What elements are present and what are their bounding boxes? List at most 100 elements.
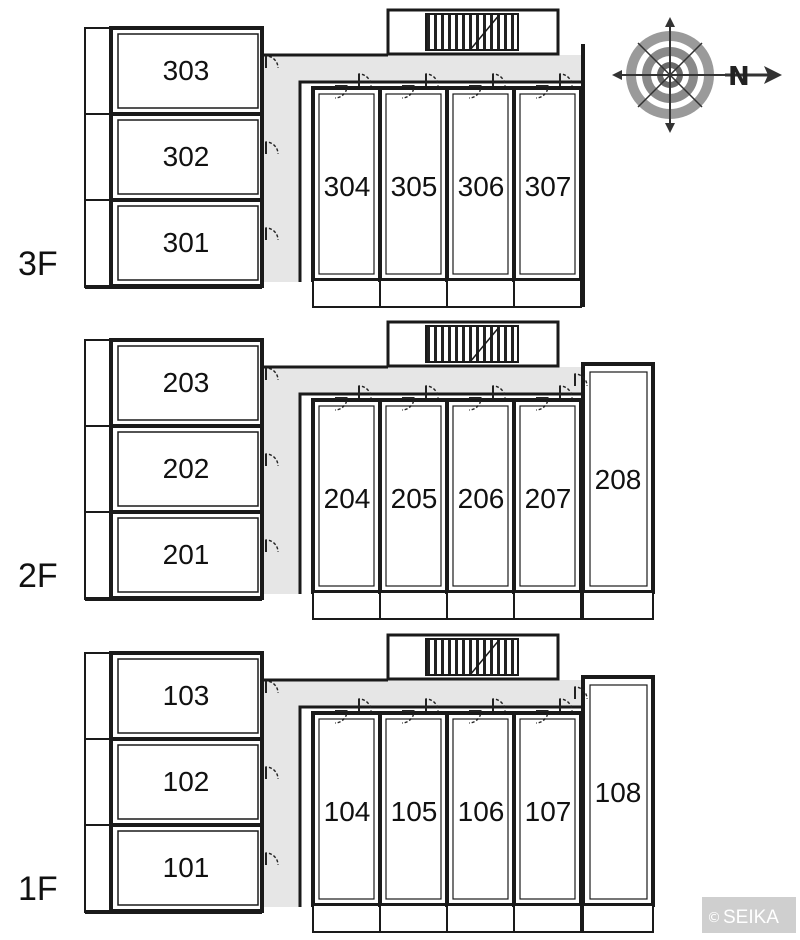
room-number: 208	[595, 464, 642, 495]
balcony	[446, 279, 515, 308]
room-number: 103	[163, 680, 210, 711]
room-107: 107	[512, 711, 583, 933]
balcony	[312, 904, 381, 933]
room-number: 102	[163, 766, 210, 797]
room-302: 302	[109, 112, 264, 202]
door-swing-icon	[334, 85, 348, 99]
floor-label: 2F	[18, 557, 58, 595]
door-swing-icon	[265, 766, 279, 780]
room-102: 102	[109, 737, 264, 827]
room-number: 202	[163, 453, 210, 484]
door-swing-icon	[265, 227, 279, 241]
room-205: 205	[378, 398, 449, 620]
balcony	[379, 591, 448, 620]
staircase-icon	[425, 638, 519, 676]
door-swing-icon	[559, 385, 573, 399]
door-swing-icon	[334, 397, 348, 411]
room-number: 304	[324, 171, 371, 202]
door-swing-icon	[574, 686, 588, 700]
west-balcony	[84, 652, 112, 913]
balcony	[513, 904, 582, 933]
door-swing-icon	[559, 698, 573, 712]
room-number: 206	[458, 483, 505, 514]
balcony	[379, 279, 448, 308]
room-number: 203	[163, 367, 210, 398]
door-swing-icon	[265, 367, 279, 381]
door-swing-icon	[492, 385, 506, 399]
room-108: 108	[581, 675, 655, 933]
door-swing-icon	[468, 710, 482, 724]
room-206: 206	[445, 398, 516, 620]
room-304: 304	[311, 86, 382, 308]
door-swing-icon	[358, 385, 372, 399]
west-balcony	[84, 27, 112, 288]
door-swing-icon	[334, 710, 348, 724]
room-203: 203	[109, 338, 264, 428]
door-swing-icon	[358, 73, 372, 87]
door-swing-icon	[468, 397, 482, 411]
door-swing-icon	[265, 680, 279, 694]
staircase-icon	[425, 325, 519, 363]
compass-north-label: N	[728, 62, 750, 92]
room-204: 204	[311, 398, 382, 620]
door-swing-icon	[358, 698, 372, 712]
balcony	[446, 591, 515, 620]
compass-rose-icon: N	[612, 17, 782, 133]
room-303: 303	[109, 26, 264, 116]
copyright-symbol: ©	[707, 910, 721, 926]
room-307: 307	[512, 86, 583, 308]
room-103: 103	[109, 651, 264, 741]
room-104: 104	[311, 711, 382, 933]
room-101: 101	[109, 823, 264, 913]
room-number: 201	[163, 539, 210, 570]
room-number: 303	[163, 55, 210, 86]
room-105: 105	[378, 711, 449, 933]
copyright-badge: © SEIKA	[702, 897, 796, 933]
door-swing-icon	[265, 55, 279, 69]
balcony	[513, 279, 582, 308]
door-swing-icon	[425, 73, 439, 87]
door-swing-icon	[468, 85, 482, 99]
room-208: 208	[581, 362, 655, 620]
room-201: 201	[109, 510, 264, 600]
room-number: 204	[324, 483, 371, 514]
room-number: 302	[163, 141, 210, 172]
balcony	[582, 591, 654, 620]
room-number: 107	[525, 796, 572, 827]
room-number: 104	[324, 796, 371, 827]
door-swing-icon	[535, 397, 549, 411]
door-swing-icon	[535, 710, 549, 724]
copyright-text: SEIKA	[723, 907, 779, 928]
room-number: 105	[391, 796, 438, 827]
room-305: 305	[378, 86, 449, 308]
staircase-icon	[425, 13, 519, 51]
balcony	[446, 904, 515, 933]
door-swing-icon	[535, 85, 549, 99]
door-swing-icon	[401, 397, 415, 411]
floor-label: 3F	[18, 245, 58, 283]
door-swing-icon	[401, 710, 415, 724]
door-swing-icon	[265, 141, 279, 155]
room-306: 306	[445, 86, 516, 308]
room-106: 106	[445, 711, 516, 933]
balcony	[379, 904, 448, 933]
room-number: 301	[163, 227, 210, 258]
door-swing-icon	[401, 85, 415, 99]
room-301: 301	[109, 198, 264, 288]
room-number: 307	[525, 171, 572, 202]
room-207: 207	[512, 398, 583, 620]
room-number: 101	[163, 852, 210, 883]
balcony	[513, 591, 582, 620]
room-number: 207	[525, 483, 572, 514]
balcony	[312, 591, 381, 620]
room-number: 305	[391, 171, 438, 202]
door-swing-icon	[265, 539, 279, 553]
door-swing-icon	[492, 73, 506, 87]
door-swing-icon	[425, 698, 439, 712]
west-balcony	[84, 339, 112, 600]
room-number: 108	[595, 777, 642, 808]
